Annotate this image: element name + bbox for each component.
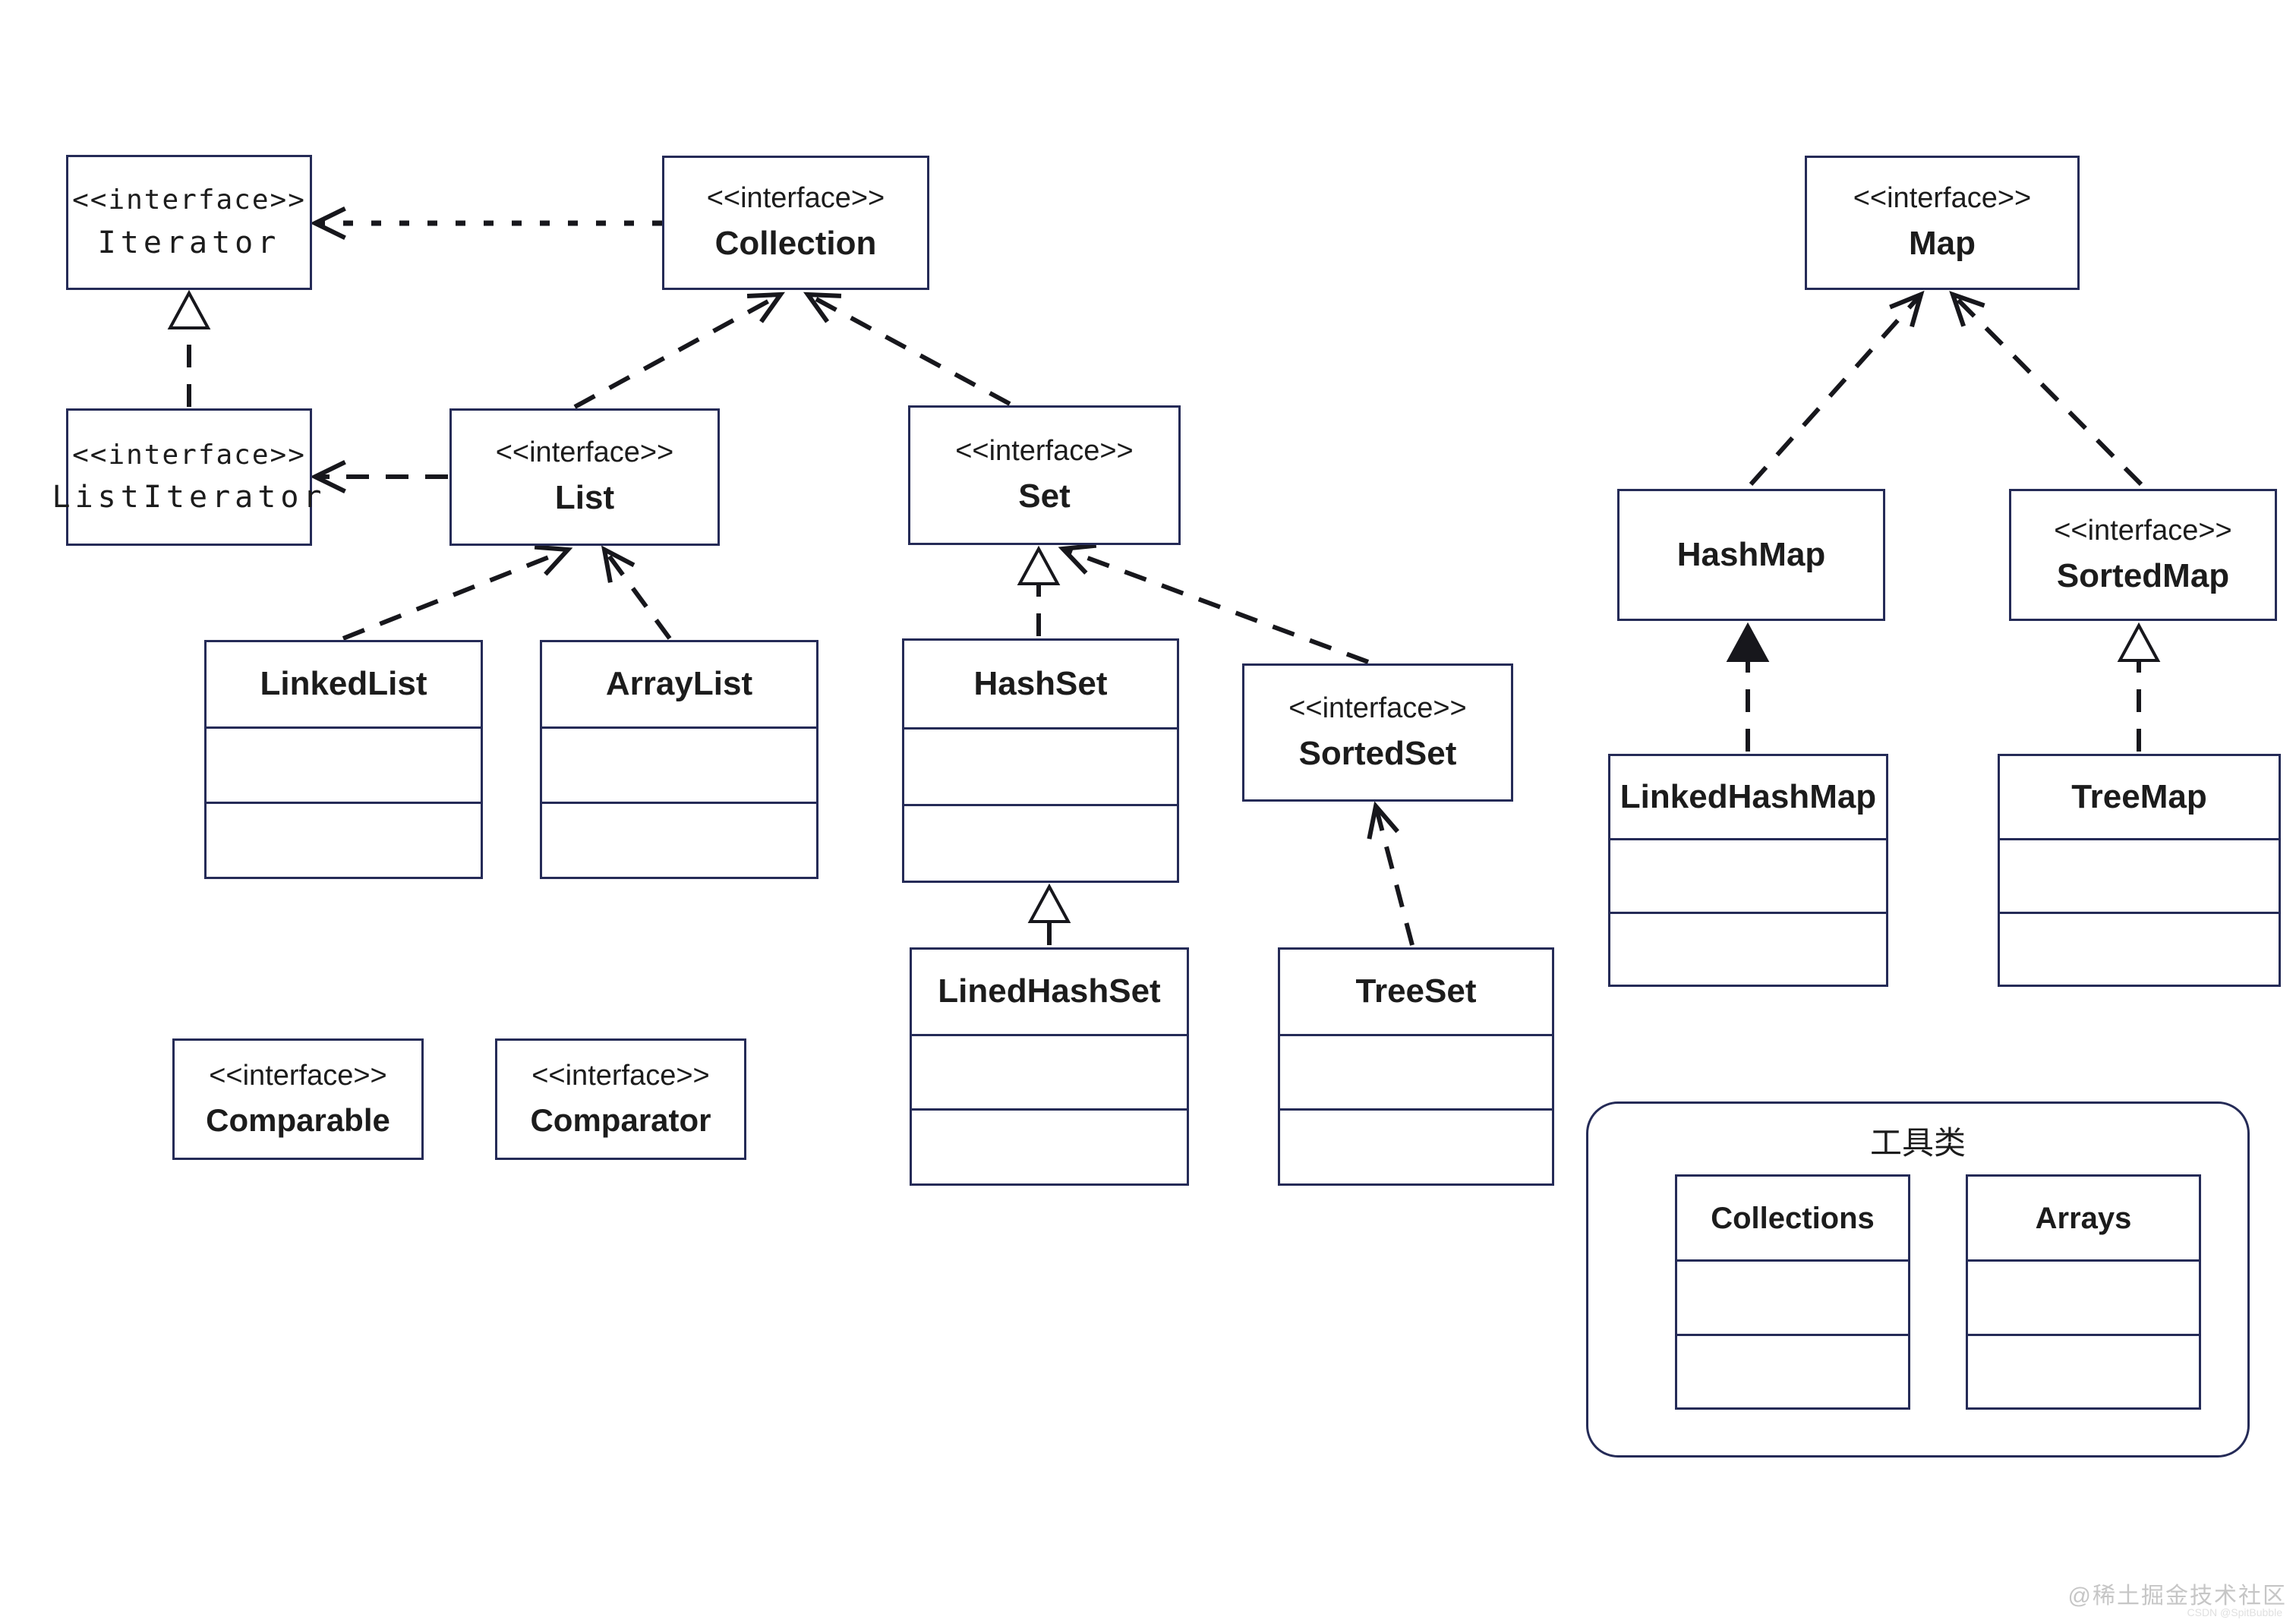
- fields-compartment: [1968, 1259, 2199, 1333]
- class-name-label: Iterator: [97, 225, 281, 260]
- class-box-hashset: HashSet: [902, 638, 1179, 883]
- class-box-iterator: <<interface>> Iterator: [66, 155, 312, 290]
- watermark: @稀土掘金技术社区 CSDN @SpitBubble: [2050, 1584, 2287, 1618]
- stereotype-label: <<interface>>: [1288, 692, 1467, 724]
- edge-linkedhashmap-extends-hashmap: [1726, 622, 1770, 752]
- methods-compartment: [2000, 911, 2279, 985]
- class-name-label: HashMap: [1676, 535, 1826, 573]
- methods-compartment: [912, 1108, 1187, 1183]
- class-name-label: Arrays: [2035, 1201, 2132, 1235]
- class-box-sortedmap: <<interface>> SortedMap: [2009, 489, 2277, 621]
- class-box-comparable: <<interface>> Comparable: [172, 1038, 424, 1160]
- fields-compartment: [542, 726, 816, 802]
- stereotype-label: <<interface>>: [209, 1060, 387, 1092]
- fields-compartment: [2000, 838, 2279, 911]
- class-box-hashmap: HashMap: [1617, 489, 1885, 621]
- class-name-label: HashSet: [973, 664, 1108, 702]
- stereotype-label: <<interface>>: [955, 434, 1134, 467]
- class-name-label: SortedSet: [1298, 734, 1457, 772]
- fields-compartment: [1280, 1033, 1552, 1109]
- class-name-label: LinkedList: [260, 665, 427, 703]
- stereotype-label: <<interface>>: [495, 436, 674, 469]
- class-name-label: SortedMap: [2056, 556, 2230, 594]
- fields-compartment: [912, 1033, 1187, 1109]
- watermark-subtext: CSDN @SpitBubble: [2187, 1606, 2283, 1618]
- stereotype-label: <<interface>>: [1853, 182, 2032, 215]
- stereotype-label: <<interface>>: [2054, 514, 2232, 547]
- stereotype-label: <<interface>>: [72, 439, 306, 471]
- class-name-label: ListIterator: [52, 480, 326, 515]
- edge-list-to-listiterator-dependency: [310, 460, 448, 493]
- methods-compartment: [1280, 1108, 1552, 1183]
- class-box-comparator: <<interface>> Comparator: [495, 1038, 746, 1160]
- methods-compartment: [1677, 1333, 1908, 1407]
- class-box-treemap: TreeMap: [1998, 754, 2281, 987]
- methods-compartment: [207, 802, 481, 877]
- edge-collection-to-iterator-dependency: [310, 206, 662, 240]
- edge-treemap-implements-sortedmap: [2117, 622, 2161, 752]
- class-name-label: LinedHashSet: [938, 972, 1161, 1010]
- class-name-label: Collection: [714, 225, 877, 263]
- class-name-label: LinkedHashMap: [1620, 777, 1877, 815]
- methods-compartment: [1610, 911, 1886, 985]
- edge-linedhashset-extends-hashset: [1027, 883, 1071, 945]
- class-box-map: <<interface>> Map: [1805, 156, 2080, 290]
- class-name-label: List: [554, 479, 615, 517]
- class-box-collections: Collections: [1675, 1174, 1910, 1410]
- fields-compartment: [207, 726, 481, 802]
- class-name-label: TreeMap: [2071, 777, 2207, 815]
- utility-group-title: 工具类: [1869, 1125, 1966, 1161]
- edge-sortedmap-extends-map: [1949, 291, 2143, 487]
- methods-compartment: [904, 803, 1177, 881]
- methods-compartment: [542, 802, 816, 877]
- class-name-label: Collections: [1711, 1201, 1875, 1235]
- edge-linkedlist-implements-list: [342, 544, 573, 641]
- class-name-label: Comparator: [530, 1101, 711, 1138]
- class-box-arraylist: ArrayList: [540, 640, 818, 879]
- class-box-treeset: TreeSet: [1278, 947, 1554, 1186]
- edge-list-implements-collection: [573, 292, 786, 409]
- class-box-list: <<interface>> List: [449, 408, 720, 546]
- class-name-label: Set: [1018, 477, 1071, 515]
- stereotype-label: <<interface>>: [72, 184, 306, 216]
- fields-compartment: [904, 726, 1177, 804]
- methods-compartment: [1968, 1333, 2199, 1407]
- class-box-set: <<interface>> Set: [908, 405, 1181, 545]
- edge-set-implements-collection: [803, 292, 1011, 406]
- edge-hashset-implements-set: [1017, 545, 1061, 636]
- fields-compartment: [1677, 1259, 1908, 1333]
- class-box-linkedhashmap: LinkedHashMap: [1608, 754, 1888, 987]
- watermark-text: @稀土掘金技术社区: [2067, 1584, 2287, 1609]
- edge-arraylist-implements-list: [601, 545, 672, 640]
- fields-compartment: [1610, 838, 1886, 911]
- class-box-arrays: Arrays: [1966, 1174, 2201, 1410]
- class-box-sortedset: <<interface>> SortedSet: [1242, 663, 1513, 802]
- edge-hashmap-implements-map: [1749, 290, 1925, 487]
- class-box-linkedlist: LinkedList: [204, 640, 483, 879]
- class-name-label: Map: [1909, 225, 1976, 263]
- class-box-collection: <<interface>> Collection: [662, 156, 929, 290]
- edge-treeset-implements-sortedset: [1367, 801, 1414, 946]
- stereotype-label: <<interface>>: [531, 1060, 710, 1092]
- class-name-label: TreeSet: [1355, 972, 1477, 1010]
- edge-listiterator-extends-iterator: [167, 289, 211, 407]
- class-box-listiterator: <<interface>> ListIterator: [52, 408, 322, 546]
- class-box-linedhashset: LinedHashSet: [910, 947, 1189, 1186]
- class-name-label: Comparable: [206, 1101, 390, 1138]
- stereotype-label: <<interface>>: [706, 182, 885, 215]
- class-name-label: ArrayList: [605, 665, 753, 703]
